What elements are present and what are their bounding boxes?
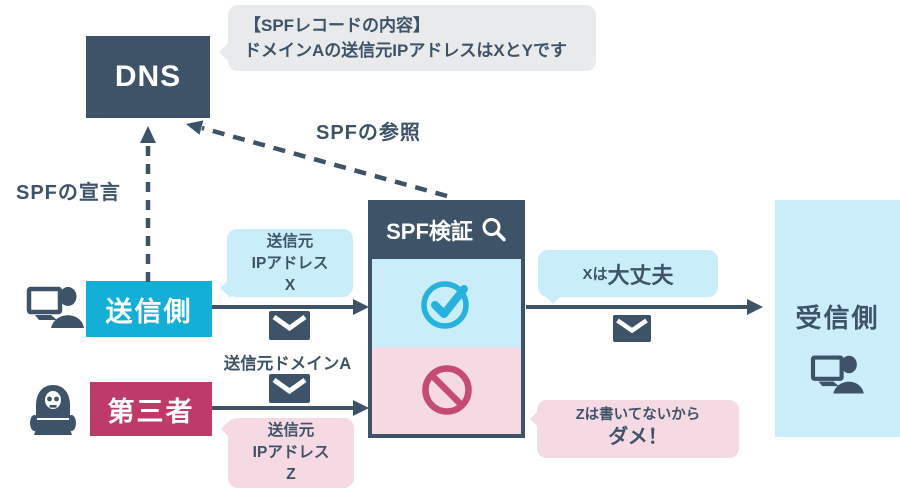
bubble-tail (219, 42, 239, 62)
third-party-box: 第三者 (90, 382, 212, 436)
third-ip-line1: 送信元 (267, 422, 315, 439)
envelope-icon (613, 315, 651, 342)
receiver-box: 受信側 (775, 200, 900, 437)
ng-result-bubble: Zは書いてないから ダメ！ (530, 400, 739, 458)
spf-record-line1: 【SPFレコードの内容】 (244, 16, 431, 35)
computer-user-icon (26, 283, 84, 335)
magnifier-icon (481, 217, 507, 243)
third-ip-line2: IPアドレス (252, 444, 330, 461)
receiver-computer-user-icon (809, 352, 865, 400)
receiver-label: 受信側 (795, 303, 880, 333)
spf-verification-header: SPF検証 (372, 200, 521, 259)
hacker-icon (28, 383, 78, 439)
dns-label: DNS (114, 60, 182, 93)
spf-record-bubble: 【SPFレコードの内容】 ドメインAの送信元IPアドレスはXとYです (219, 5, 596, 71)
sender-ip-line3: X (284, 277, 296, 294)
spf-declaration-label: SPFの宣言 (16, 182, 121, 204)
sender-label: 送信側 (105, 296, 193, 327)
third-party-ip-bubble: 送信元 IPアドレス Z (221, 418, 354, 488)
spf-fail-section (372, 346, 521, 434)
spf-pass-section (372, 259, 521, 347)
dns-box: DNS (86, 36, 210, 118)
spf-record-line2: ドメインAの送信元IPアドレスはXとYです (244, 40, 568, 60)
sender-ip-line1: 送信元 (266, 233, 314, 250)
sender-ip-line2: IPアドレス (251, 255, 329, 272)
ng-line1: Zは書いてないから (575, 407, 701, 423)
check-circle-icon (417, 272, 477, 334)
ok-emphasis: 大丈夫 (607, 262, 674, 288)
ok-prefix: Xは (582, 266, 608, 283)
no-entry-icon (419, 362, 475, 418)
spf-verification-box: SPF検証 (368, 200, 525, 438)
ng-emphasis: ダメ！ (608, 425, 668, 448)
spf-reference-label: SPFの参照 (316, 122, 421, 144)
spf-verification-title: SPF検証 (386, 218, 473, 244)
sender-domain-label: 送信元ドメインA (223, 355, 352, 373)
ok-result-bubble: Xは 大丈夫 (538, 250, 718, 304)
third-party-label: 第三者 (107, 396, 195, 427)
envelope-icon (269, 374, 310, 403)
bubble-tail (543, 284, 563, 304)
envelope-icon (269, 311, 310, 340)
sender-ip-bubble: 送信元 IPアドレス X (220, 229, 353, 298)
sender-box: 送信側 (86, 281, 212, 337)
third-ip-line3: Z (286, 466, 296, 483)
